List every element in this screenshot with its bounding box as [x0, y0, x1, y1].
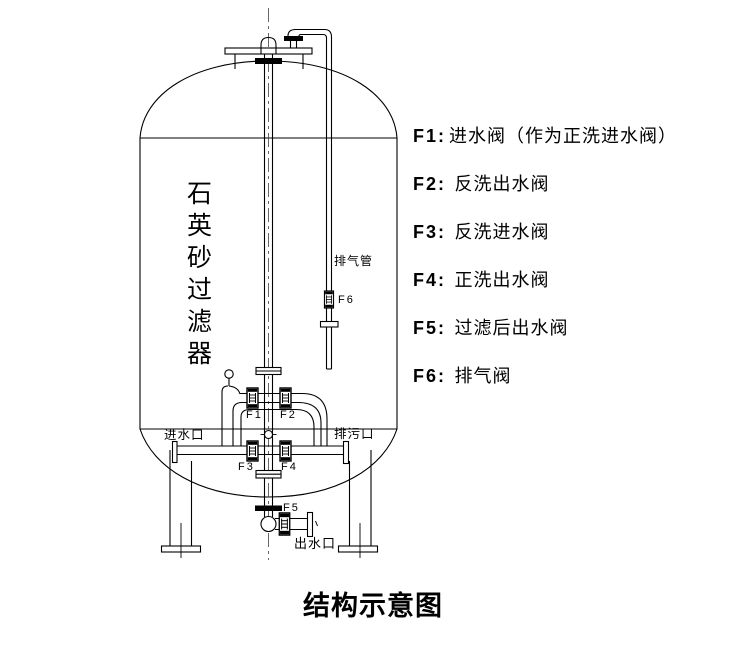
valve-f5-symbol — [278, 512, 291, 536]
outlet-elbow — [260, 515, 277, 533]
center-pipe — [263, 54, 274, 517]
valve-f3-symbol — [246, 440, 259, 462]
outlet-flange — [306, 511, 314, 538]
valve-f4-symbol — [279, 440, 292, 462]
gauge-riser — [221, 385, 229, 446]
legend-item: F3: 反洗进水阀 — [413, 222, 550, 242]
valve-f2-symbol — [279, 387, 292, 409]
top-flange-assembly — [224, 36, 313, 69]
valve-f6-symbol — [323, 290, 335, 309]
valve-f4-tag: F4 — [281, 461, 298, 473]
legend-item: F4: 正洗出水阀 — [413, 270, 550, 290]
legend-valve-id: F4 — [413, 270, 439, 290]
legend-valve-desc: 排气阀 — [449, 366, 512, 386]
legend-valve-id: F5 — [413, 318, 439, 338]
diagram-title: 结构示意图 — [303, 591, 443, 621]
valve-manifold — [171, 366, 350, 479]
drain-flange — [342, 440, 350, 465]
exhaust-flange — [319, 320, 339, 328]
legend-valve-desc: 过滤后出水阀 — [449, 318, 569, 338]
valve-f3-tag: F3 — [238, 461, 255, 473]
inlet-port-label: 进水口 — [164, 428, 205, 442]
legend-item: F5: 过滤后出水阀 — [413, 318, 569, 338]
legend-valve-id: F6 — [413, 366, 439, 386]
legend-item: F1:进水阀（作为正洗进水阀） — [413, 126, 678, 146]
valve-f6-tag: F6 — [338, 294, 355, 306]
pressure-gauge-icon — [224, 369, 234, 379]
legend-valve-desc: 反洗进水阀 — [449, 222, 550, 242]
tank-name-vertical-label: 石英砂过滤器 — [183, 180, 211, 372]
support-legs — [160, 450, 379, 558]
inlet-flange — [171, 440, 178, 464]
legend-valve-id: F1 — [413, 126, 439, 146]
exhaust-pipe-label: 排气管 — [334, 254, 374, 268]
legend-item: F2: 反洗出水阀 — [413, 174, 550, 194]
exhaust-valve-bar — [284, 36, 303, 41]
top-valve-bar — [255, 58, 282, 64]
legend-valve-id: F3 — [413, 222, 439, 242]
valve-f1-tag: F1 — [246, 409, 263, 421]
legend-valve-desc: 正洗出水阀 — [449, 270, 550, 290]
legend-item: F6: 排气阀 — [413, 366, 512, 386]
exhaust-pipe — [284, 28, 339, 370]
legend-valve-desc: 进水阀（作为正洗进水阀） — [449, 126, 678, 146]
legend-valve-id: F2 — [413, 174, 439, 194]
outlet-valve-bar — [255, 505, 282, 511]
drain-port-label: 排污口 — [334, 427, 375, 441]
pipe-penetration — [263, 429, 274, 440]
valve-f5-tag: F5 — [283, 502, 300, 514]
valve-f2-tag: F2 — [280, 409, 297, 421]
outlet-port-label: 出水口 — [294, 536, 337, 551]
legend-valve-desc: 反洗出水阀 — [449, 174, 550, 194]
valve-f1-symbol — [246, 387, 259, 409]
